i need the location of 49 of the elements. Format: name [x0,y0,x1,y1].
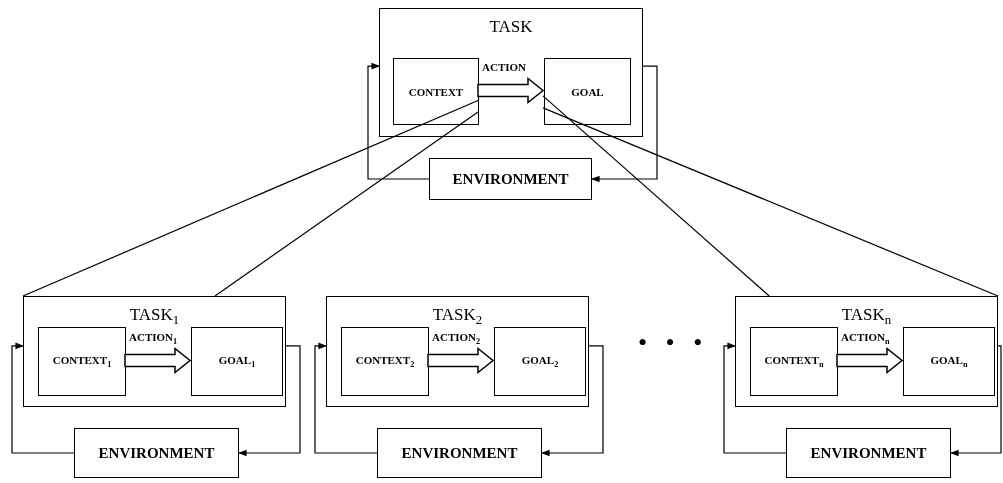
frame-title: TASK$_{n}$ [840,305,893,329]
node-label: CONTEXT$_{n}$ [764,353,824,370]
node-label: ENVIRONMENT [810,444,927,462]
process-box [74,428,239,478]
hollow-arrow [124,346,192,375]
hollow-arrow [427,346,495,375]
task-frame [379,8,643,137]
feedback-arrow [950,345,1002,457]
feedback-arrow [367,62,430,180]
process-box [544,58,631,125]
feedback-arrow [723,342,787,454]
task-frame [735,296,998,407]
process-box [38,327,126,396]
frame-title: TASK [488,17,534,37]
process-box [750,327,838,396]
node-label: GOAL$_{1}$ [218,353,256,370]
node-label: CONTEXT$_{2}$ [355,353,415,370]
process-box [191,327,283,396]
process-box [393,58,479,125]
process-box [377,428,542,478]
expansion-line [542,107,999,297]
hollow-arrow [836,346,904,375]
feedback-arrow [11,342,75,454]
frame-title: TASK$_{1}$ [128,305,181,329]
frame-title: TASK$_{2}$ [431,305,484,329]
process-box [786,428,951,478]
node-label: ENVIRONMENT [452,170,569,188]
expansion-line [214,111,479,297]
feedback-arrow [238,345,301,457]
node-label: CONTEXT$_{1}$ [52,353,112,370]
node-label: GOAL [571,85,604,98]
expansion-line [542,95,770,297]
hollow-arrow [477,76,545,105]
node-label: GOAL$_{n}$ [930,353,968,370]
process-box [494,327,586,396]
node-label: GOAL$_{2}$ [521,353,559,370]
node-label: CONTEXT [408,85,464,98]
task-frame [23,296,286,407]
task-frame [326,296,589,407]
node-label: ENVIRONMENT [98,444,215,462]
process-box [429,158,592,200]
feedback-arrow [591,65,658,183]
feedback-arrow [314,342,378,454]
process-box [903,327,995,396]
expansion-line [22,99,479,297]
ellipsis-text: • • • [638,328,709,358]
feedback-arrow [541,345,604,457]
process-box [341,327,429,396]
node-label: ENVIRONMENT [401,444,518,462]
